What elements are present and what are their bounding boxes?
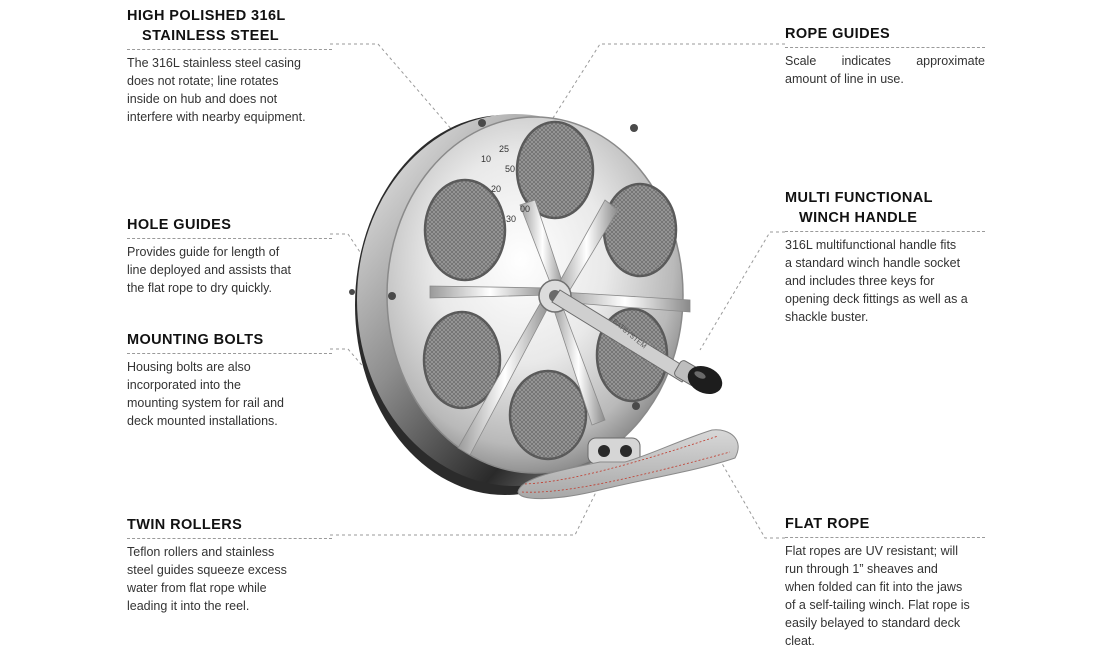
feature-twin-rollers: TWIN ROLLERS Teflon rollers and stainles… [127,515,332,615]
scale-label: 30 [506,214,516,224]
feature-rope-guides: ROPE GUIDES Scale indicates approximate … [785,24,985,88]
scale-label: 50 [505,164,515,174]
feature-title: WINCH HANDLE [799,210,918,226]
mesh-window [423,178,507,282]
feature-title: MULTI FUNCTIONAL [785,190,933,206]
feature-winch-handle: MULTI FUNCTIONAL WINCH HANDLE 316L multi… [785,188,985,326]
feature-steel: HIGH POLISHED 316L STAINLESS STEEL The 3… [127,6,332,126]
flat-rope [517,429,739,499]
feature-description: Provides guide for length of line deploy… [127,238,332,297]
feature-title: HOLE GUIDES [127,217,232,233]
winch-handle [551,289,723,395]
feature-description: Teflon rollers and stainless steel guide… [127,538,332,615]
feature-hole-guides: HOLE GUIDES Provides guide for length of… [127,215,332,297]
feature-title: FLAT ROPE [785,516,870,532]
leader-steel [330,43,466,146]
scale-label: 10 [481,154,491,164]
mesh-window [515,120,595,220]
feature-flat-rope: FLAT ROPE Flat ropes are UV resistant; w… [785,514,985,650]
mounting-bolts [349,119,640,410]
scale-label: 25 [499,144,509,154]
rope-guide-scale: 10 25 50 20 00 30 [481,144,530,224]
mesh-window [508,369,588,461]
feature-mounting-bolts: MOUNTING BOLTS Housing bolts are also in… [127,330,332,430]
feature-title: TWIN ROLLERS [127,517,243,533]
twin-rollers [587,437,641,465]
leader-flat-rope [719,459,785,539]
hub-spokes [429,199,691,456]
feature-description: The 316L stainless steel casing does not… [127,49,332,126]
feature-description: Housing bolts are also incorporated into… [127,353,332,430]
leader-winch-handle [699,231,785,351]
scale-label: 00 [520,204,530,214]
feature-description: Scale indicates approximate amount of li… [785,47,985,88]
feature-title: ROPE GUIDES [785,26,891,42]
feature-title: MOUNTING BOLTS [127,332,264,348]
feature-description: Flat ropes are UV resistant; will run th… [785,537,985,650]
mesh-window [602,182,678,278]
scale-label: 20 [491,184,501,194]
feature-description: 316L multifunctional handle fits a stand… [785,231,985,326]
feature-title: STAINLESS STEEL [142,28,280,44]
feature-title: HIGH POLISHED 316L [127,8,286,24]
mesh-window [422,310,502,410]
